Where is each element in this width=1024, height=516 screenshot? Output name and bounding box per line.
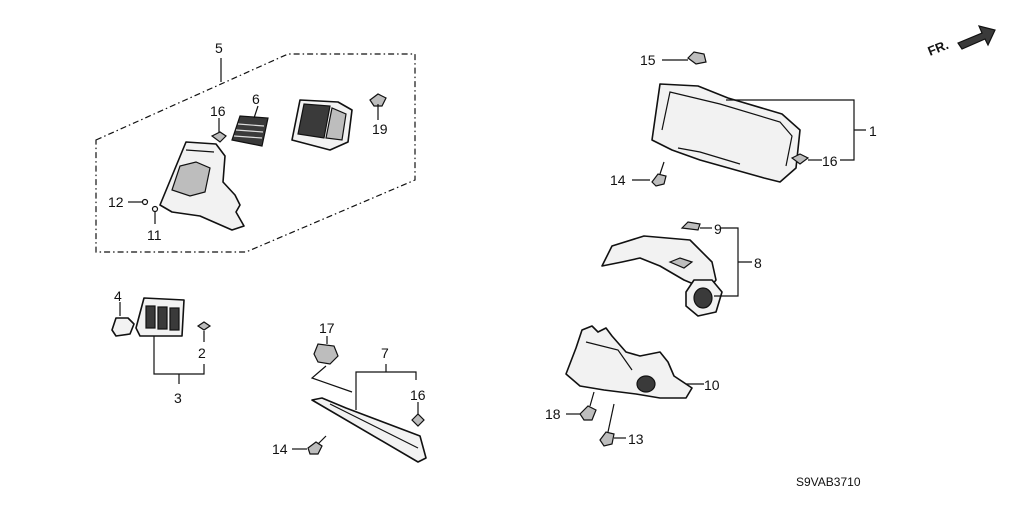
screw-19 xyxy=(369,93,387,112)
callout-18: 18 xyxy=(545,406,561,422)
assembly-5-boundary xyxy=(95,53,416,253)
callout-9: 9 xyxy=(714,221,722,237)
screw-13 xyxy=(599,403,615,447)
leader-6 xyxy=(253,105,259,119)
bracket-1 xyxy=(726,99,866,161)
clip-16-lower xyxy=(411,413,425,427)
callout-16b: 16 xyxy=(822,153,838,169)
lower-cover-group-7: 17 7 16 14 xyxy=(272,320,427,463)
bracket-17 xyxy=(313,343,339,365)
callout-6: 6 xyxy=(252,91,260,107)
callout-13: 13 xyxy=(628,431,644,447)
column-cover-lower xyxy=(565,325,693,399)
callout-4: 4 xyxy=(114,288,122,304)
meter-visor-group-1: 15 14 16 1 xyxy=(610,51,877,188)
callout-16c: 16 xyxy=(410,387,426,403)
knob-4 xyxy=(111,317,135,337)
front-direction-indicator: FR. xyxy=(926,25,996,59)
callout-14b: 14 xyxy=(272,441,288,457)
lower-dashboard-panel xyxy=(159,141,245,231)
clip-11 xyxy=(151,205,159,213)
callout-8: 8 xyxy=(754,255,762,271)
direction-label: FR. xyxy=(926,37,951,59)
column-cover-lower-group-10: 10 18 13 xyxy=(545,325,720,447)
callout-1: 1 xyxy=(869,123,877,139)
clip-16-right xyxy=(790,153,810,165)
screw-14-lower xyxy=(307,435,327,455)
bracket-3 xyxy=(153,336,205,384)
arrow-front-icon xyxy=(957,25,996,50)
lower-cover xyxy=(311,397,427,463)
callout-12: 12 xyxy=(108,194,124,210)
callout-7: 7 xyxy=(381,345,389,361)
diagram-code: S9VAB3710 xyxy=(796,475,861,489)
screw-14-upper xyxy=(651,161,667,187)
meter-visor xyxy=(651,83,801,183)
bracket-8 xyxy=(714,227,752,297)
callout-17: 17 xyxy=(319,320,335,336)
screw-18 xyxy=(579,391,597,421)
air-vent-6 xyxy=(231,115,269,147)
clip-2 xyxy=(196,321,212,331)
switch-panel-group-3: 4 2 3 xyxy=(111,288,212,406)
clip-16-upper-left xyxy=(210,131,227,143)
callout-19: 19 xyxy=(372,121,388,137)
callout-14a: 14 xyxy=(610,172,626,188)
callout-11: 11 xyxy=(147,227,162,243)
callout-10: 10 xyxy=(704,377,720,393)
bracket-7 xyxy=(310,364,417,410)
column-cover-upper xyxy=(601,235,723,317)
callout-3: 3 xyxy=(174,390,182,406)
callout-5: 5 xyxy=(215,40,223,56)
callout-16a: 16 xyxy=(210,103,226,119)
callout-2: 2 xyxy=(198,345,206,361)
clip-15 xyxy=(687,51,707,65)
vent-housing xyxy=(291,99,353,151)
assembly-5-group: 5 6 16 19 xyxy=(95,40,416,253)
clip-12 xyxy=(141,198,149,206)
column-cover-upper-group-8: 9 8 xyxy=(601,221,762,317)
switch-panel xyxy=(135,297,185,337)
callout-15: 15 xyxy=(640,52,656,68)
clip-9 xyxy=(680,221,701,231)
